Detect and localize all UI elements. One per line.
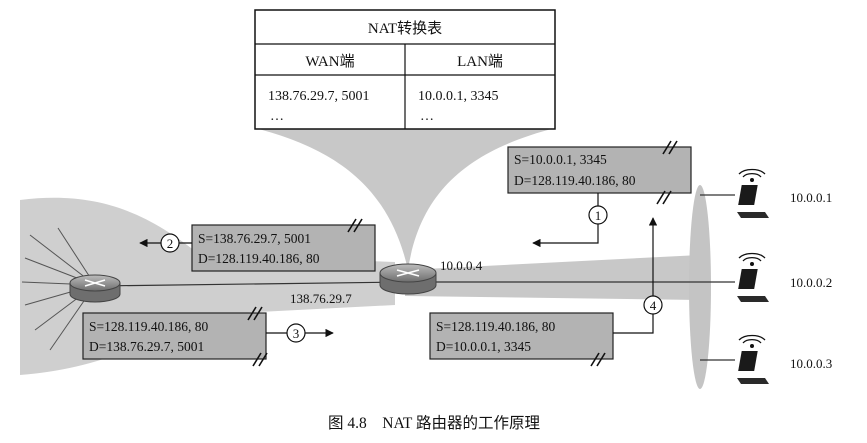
packet-3-step: 3	[293, 326, 300, 341]
laptop-icon	[737, 168, 769, 218]
nat-table-title: NAT转换表	[368, 20, 442, 37]
host-1: 10.0.0.1	[737, 168, 832, 218]
packet-4: S=128.119.40.186, 80 D=10.0.0.1, 3345 4	[429, 217, 663, 367]
host-1-ip: 10.0.0.1	[790, 190, 832, 205]
lan-ellipse	[689, 185, 711, 389]
packet-2-source: S=138.76.29.7, 5001	[198, 231, 311, 246]
nat-router-lan-ip: 10.0.0.4	[440, 258, 483, 273]
nat-table-cell: …	[270, 109, 284, 124]
nat-table-cell: …	[420, 109, 434, 124]
packet-1-source: S=10.0.0.1, 3345	[514, 152, 607, 167]
packet-1-destination: D=128.119.40.186, 80	[514, 173, 636, 188]
packet-2: S=138.76.29.7, 5001 D=128.119.40.186, 80…	[139, 218, 376, 272]
packet-2-destination: D=128.119.40.186, 80	[198, 251, 320, 266]
packet-1: S=10.0.0.1, 3345 D=128.119.40.186, 80 1	[507, 140, 692, 248]
lan-band	[405, 255, 700, 300]
laptop-icon	[737, 252, 769, 302]
packet-3-source: S=128.119.40.186, 80	[89, 319, 208, 334]
packet-3: S=128.119.40.186, 80 D=138.76.29.7, 5001…	[82, 306, 334, 367]
wan-link	[94, 281, 409, 287]
nat-table: NAT转换表 WAN端 LAN端 138.76.29.7, 5001 10.0.…	[254, 9, 556, 130]
nat-table-header-lan: LAN端	[457, 53, 503, 70]
nat-table-funnel	[255, 128, 555, 270]
packet-4-step: 4	[650, 298, 657, 313]
host-3: 10.0.0.3	[737, 334, 832, 384]
packet-4-source: S=128.119.40.186, 80	[436, 319, 555, 334]
packet-1-step: 1	[595, 208, 602, 223]
host-2-ip: 10.0.0.2	[790, 275, 832, 290]
packet-3-destination: D=138.76.29.7, 5001	[89, 339, 204, 354]
nat-router-wan-ip: 138.76.29.7	[290, 291, 352, 306]
host-2: 10.0.0.2	[737, 252, 832, 302]
internet-router-icon	[69, 274, 121, 303]
host-links	[700, 194, 735, 361]
figure-caption: 图 4.8 NAT 路由器的工作原理	[328, 414, 540, 432]
packet-4-destination: D=10.0.0.1, 3345	[436, 339, 531, 354]
nat-table-cell: 138.76.29.7, 5001	[268, 89, 370, 104]
packet-2-step: 2	[167, 236, 174, 251]
nat-table-cell: 10.0.0.1, 3345	[418, 89, 499, 104]
host-3-ip: 10.0.0.3	[790, 356, 832, 371]
nat-table-header-wan: WAN端	[305, 53, 354, 70]
nat-router-icon	[379, 263, 437, 295]
laptop-icon	[737, 334, 769, 384]
